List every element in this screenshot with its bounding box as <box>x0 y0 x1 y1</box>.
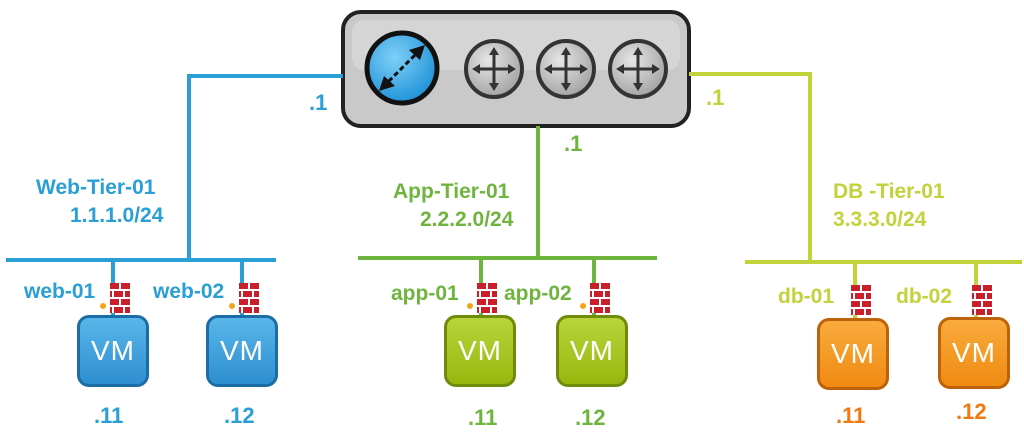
vm-ip-app-01: .11 <box>468 405 498 430</box>
web-tier-subnet: 1.1.1.0/24 <box>70 204 164 227</box>
vm-ip-app-02: .12 <box>575 405 606 430</box>
vm-app-02[interactable]: VM <box>556 315 628 387</box>
firewall-icon <box>851 285 871 315</box>
vm-web-01[interactable]: VM <box>77 315 149 387</box>
vm-name-db-02: db-02 <box>896 285 953 308</box>
vm-db-01[interactable]: VM <box>817 318 889 390</box>
vm-app-01[interactable]: VM <box>444 315 516 387</box>
vm-name-app-02: app-02 <box>504 282 572 305</box>
vm-name-db-01: db-01 <box>778 285 835 308</box>
vm-ip-db-02: .12 <box>956 399 987 424</box>
db-uplink <box>689 72 812 262</box>
app-uplink-ip: .1 <box>564 131 583 156</box>
web-uplink <box>187 74 343 260</box>
firewall-icon <box>110 283 130 313</box>
vm-ip-web-02: .12 <box>224 403 255 428</box>
router-icon <box>464 39 524 99</box>
vm-ip-web-01: .11 <box>94 403 124 428</box>
db-tier-subnet: 3.3.3.0/24 <box>833 208 927 231</box>
firewall-icon <box>477 283 497 313</box>
db-tier-name: DB -Tier-01 <box>833 180 945 203</box>
firewall-icon <box>239 283 259 313</box>
web-uplink-ip: .1 <box>309 90 328 115</box>
app-tier-name: App-Tier-01 <box>393 180 510 203</box>
vm-name-app-01: app-01 <box>391 282 459 305</box>
firewall-icon <box>590 283 610 313</box>
web-tier-name: Web-Tier-01 <box>36 176 156 199</box>
spark-icons <box>100 303 586 309</box>
vm-name-web-02: web-02 <box>153 280 225 303</box>
vm-db-02[interactable]: VM <box>938 317 1010 389</box>
db-uplink-ip: .1 <box>706 85 725 110</box>
router-icon <box>608 39 668 99</box>
vm-ip-db-01: .11 <box>836 403 866 428</box>
vm-name-web-01: web-01 <box>24 280 96 303</box>
firewall-icon <box>972 285 992 315</box>
router-icon <box>536 39 596 99</box>
vm-web-02[interactable]: VM <box>206 315 278 387</box>
app-tier-subnet: 2.2.2.0/24 <box>420 208 514 231</box>
edge-gateway-icon <box>364 30 440 106</box>
